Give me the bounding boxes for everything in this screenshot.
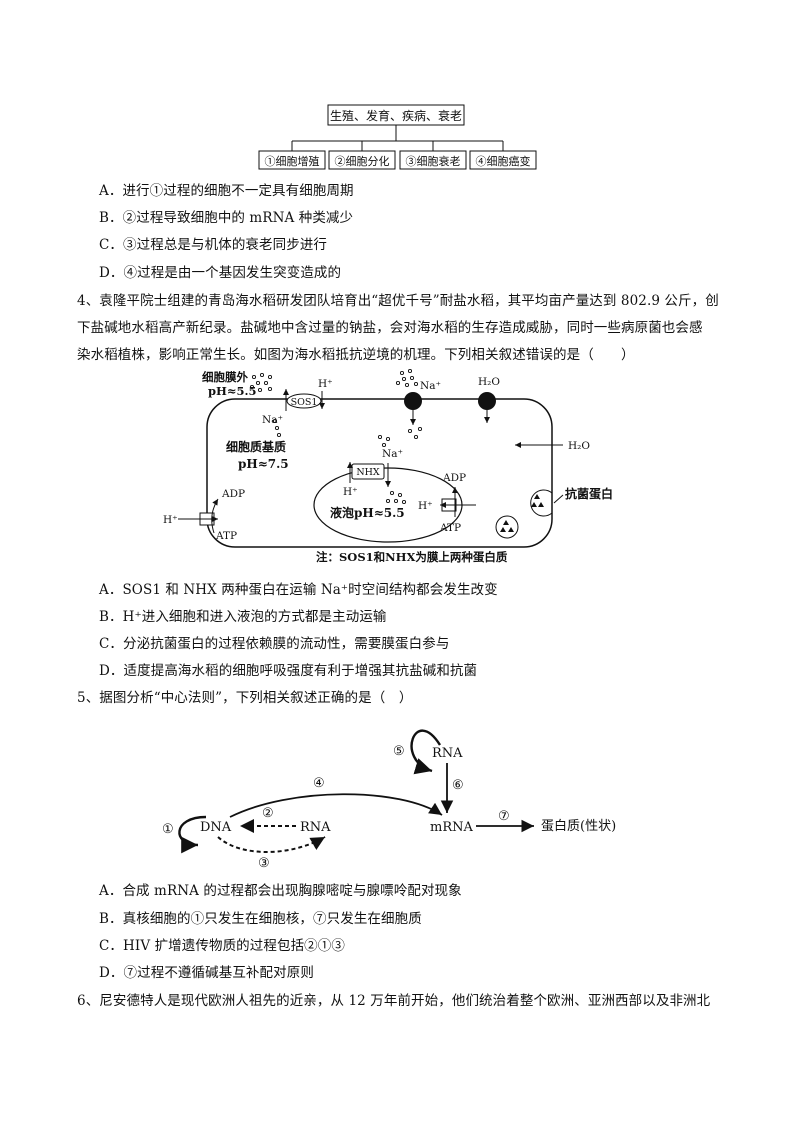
cytoplasm-label: 细胞质基质 xyxy=(226,439,286,454)
vacuole-pump-atp: ATP xyxy=(439,522,461,534)
vacuole-pump-h-plus: H⁺ xyxy=(418,500,433,512)
q5-option-c: C．HIV 扩增遗传物质的过程包括②①③ xyxy=(99,938,345,954)
tree-child-box-1 xyxy=(258,150,326,170)
q4-stem-line-3: 染水稻植株，影响正常生长。如图为海水稻抵抗逆境的机理。下列相关叙述错误的是（ ） xyxy=(77,347,635,363)
membrane-pump-h-plus: H⁺ xyxy=(163,514,178,526)
q5-stem: 5、据图分析“中心法则”，下列相关叙述正确的是（ ） xyxy=(77,690,413,706)
tree-child-box-2 xyxy=(328,150,396,170)
rna-top-label: RNA xyxy=(432,746,463,761)
q4-option-b: B．H⁺进入细胞和进入液泡的方式都是主动运输 xyxy=(99,609,387,625)
sos1-protein xyxy=(286,393,322,409)
dna-label: DNA xyxy=(200,820,232,835)
q4-option-c: C．分泌抗菌蛋白的过程依赖膜的流动性，需要膜蛋白参与 xyxy=(99,636,450,652)
nhx-protein xyxy=(351,463,385,480)
tree-child-box-4 xyxy=(469,150,537,170)
vacuole-pump-adp: ADP xyxy=(442,472,466,484)
q4-stem-line-1: 4、袁隆平院士组建的青岛海水稻研发团队培育出“超优千号”耐盐水稻，其平均亩产量达… xyxy=(77,293,719,309)
q3-option-b: B．②过程导致细胞中的 mRNA 种类减少 xyxy=(99,210,354,226)
water-label: H₂O xyxy=(568,440,590,452)
tree-child-box-3 xyxy=(399,150,467,170)
q5-option-a: A．合成 mRNA 的过程都会出现胸腺嘧啶与腺嘌呤配对现象 xyxy=(99,883,462,899)
q4-stem-line-2: 下盐碱地水稻高产新纪录。盐碱地中含过量的钠盐，会对海水稻的生存造成威胁，同时一些… xyxy=(77,320,703,336)
nhx-na-plus: Na⁺ xyxy=(382,448,403,460)
label-1: ① xyxy=(162,822,174,837)
cell-process-tree-diagram: 生殖、发育、疾病、衰老 ①细胞增殖 ②细胞分化 ③细胞衰老 ④细胞癌变 xyxy=(258,104,537,170)
aquaporin-protein xyxy=(478,392,496,410)
q6-stem: 6、尼安德特人是现代欧洲人祖先的近亲，从 12 万年前开始，他们统治着整个欧洲、… xyxy=(77,993,711,1009)
na-channel-protein xyxy=(404,392,422,410)
sodium-dots-outside xyxy=(249,372,282,438)
arrow-1-replication xyxy=(178,815,207,854)
sos1-label: SOS1 xyxy=(291,397,318,408)
membrane-pump-adp: ADP xyxy=(221,488,245,500)
mrna-label: mRNA xyxy=(430,820,473,835)
rna-left-label: RNA xyxy=(300,820,331,835)
q3-option-c: C．③过程总是与机体的衰老同步进行 xyxy=(99,237,328,253)
central-dogma-diagram: DNA RNA RNA mRNA 蛋白质(性状) ① ② ③ ④ ⑤ ⑥ ⑦ xyxy=(162,729,616,871)
protein-triangles-1 xyxy=(500,520,514,532)
q3-option-d: D．④过程是由一个基因发生突变造成的 xyxy=(99,265,342,281)
sodium-dots-vacuole xyxy=(385,490,407,505)
protein-triangles-2 xyxy=(531,494,544,507)
label-6: ⑥ xyxy=(452,778,464,793)
label-3: ③ xyxy=(258,856,270,871)
rice-cell-mechanism-diagram: 细胞膜外 pH≈5.5 SOS1 H⁺ Na⁺ Na⁺ H₂O H₂O 细胞质基… xyxy=(163,368,613,564)
sos1-na-plus: Na⁺ xyxy=(262,414,283,426)
q3-option-a: A．进行①过程的细胞不一定具有细胞周期 xyxy=(99,183,354,199)
nhx-h-plus: H⁺ xyxy=(343,486,358,498)
sodium-dots-channel xyxy=(395,368,423,440)
nhx-label: NHX xyxy=(356,467,380,478)
cell-membrane xyxy=(206,398,553,548)
label-4: ④ xyxy=(313,776,325,791)
tree-child-label-1: ①细胞增殖 xyxy=(265,154,320,168)
arrow-5-rna-self-replication xyxy=(410,729,442,775)
sos1-h-plus: H⁺ xyxy=(318,378,333,390)
secretory-vesicle-1 xyxy=(495,515,519,539)
membrane-pump-atp: ATP xyxy=(215,530,237,542)
tree-child-label-3: ③细胞衰老 xyxy=(406,154,461,168)
tree-child-label-2: ②细胞分化 xyxy=(335,154,390,168)
arrow-3-rna-replication xyxy=(217,836,326,853)
vacuole-label: 液泡pH≈5.5 xyxy=(330,505,405,520)
q5-option-d: D．⑦过程不遵循碱基互补配对原则 xyxy=(99,965,314,981)
cytoplasm-ph: pH≈7.5 xyxy=(238,457,289,471)
q4-option-d: D．适度提高海水稻的细胞呼吸强度有利于增强其抗盐碱和抗菌 xyxy=(99,663,478,679)
channel-na-plus: Na⁺ xyxy=(420,380,441,392)
outside-ph: pH≈5.5 xyxy=(208,384,257,398)
label-7: ⑦ xyxy=(498,809,510,824)
tree-root-label: 生殖、发育、疾病、衰老 xyxy=(330,108,462,123)
label-5: ⑤ xyxy=(393,744,405,759)
aquaporin-h2o: H₂O xyxy=(478,376,500,388)
arrow-4-transcription xyxy=(229,793,443,818)
q5-option-b: B．真核细胞的①只发生在细胞核，⑦只发生在细胞质 xyxy=(99,911,422,927)
protein-label: 蛋白质(性状) xyxy=(541,818,616,834)
outside-label: 细胞膜外 xyxy=(202,370,248,384)
label-2: ② xyxy=(262,806,274,821)
antibacterial-protein-label: 抗菌蛋白 xyxy=(565,486,613,501)
exocytosis-vesicle xyxy=(530,489,553,517)
sodium-dots-cytoplasm xyxy=(377,434,391,448)
tree-child-label-4: ④细胞癌变 xyxy=(476,154,531,168)
q4-option-a: A．SOS1 和 NHX 两种蛋白在运输 Na⁺时空间结构都会发生改变 xyxy=(99,582,498,598)
figure-note: 注：SOS1和NHX为膜上两种蛋白质 xyxy=(316,550,508,564)
